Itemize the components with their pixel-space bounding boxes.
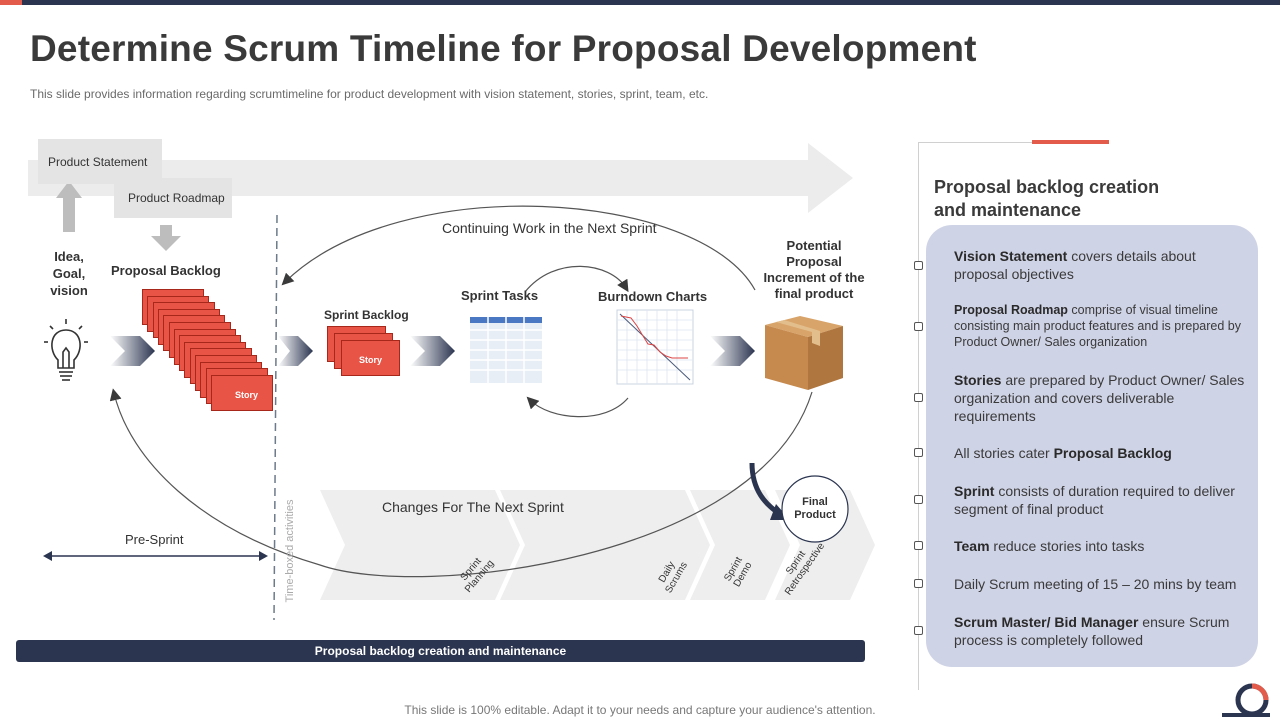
goal-label: Goal, [52,266,86,281]
panel-item: Sprint consists of duration required to … [954,482,1250,518]
timeline-big-arrow [28,143,853,213]
changes-next-sprint-label: Changes For The Next Sprint [382,499,564,515]
panel-item: Team reduce stories into tasks [954,537,1250,555]
panel-item-text: consists of duration required to deliver… [954,483,1235,517]
panel-item-text: Daily Scrum meeting of 15 – 20 mins by t… [954,576,1237,592]
panel-item-text: covers details about proposal objectives [954,248,1196,282]
panel-bullet-icon [914,261,923,270]
top-accent [0,0,22,5]
panel-bullet-icon [914,626,923,635]
page-subtitle: This slide provides information regardin… [30,87,709,101]
bottom-bar: Proposal backlog creation and maintenanc… [16,640,865,662]
panel-title-line-1: Proposal backlog creation [934,177,1160,197]
flow-arrow-2 [278,336,313,366]
logo-icon [1222,683,1270,717]
chevron-2 [500,490,710,600]
lightbulb-icon [44,319,88,381]
potential-increment-label: Potential Proposal Increment of the fina… [750,238,878,302]
continuing-work-label: Continuing Work in the Next Sprint [442,220,657,236]
potential-line-2: Proposal [786,254,842,269]
panel-left-line [918,142,919,690]
idea-goal-vision: Idea, Goal, vision [40,248,98,299]
panel-accent [1032,140,1109,144]
panel-item-bold: Vision Statement [954,248,1068,264]
sprint-loop-bottom [526,396,629,418]
potential-line-3: Increment of the [763,270,865,285]
panel-item-bold: Scrum Master/ Bid Manager [954,614,1139,630]
panel-item-text: are prepared by Product Owner/ Sales org… [954,372,1245,424]
box-icon [765,316,843,390]
changes-arc [109,388,813,578]
product-statement-note: Product Statement [38,139,162,184]
chevron-3 [690,490,790,600]
sprint-story-label: Story [359,355,383,365]
sprint-tasks-label: Sprint Tasks [461,288,539,303]
table-icon [470,317,542,383]
panel-item-bold: Sprint [954,483,995,499]
backlog-story-card [210,374,273,411]
product-statement-label: Product Statement [48,154,148,169]
page-title: Determine Scrum Timeline for Proposal De… [30,28,977,69]
flow-arrow-4 [710,336,755,366]
footer-note: This slide is 100% editable. Adapt it to… [404,703,876,717]
flow-arrow-3 [410,336,455,366]
time-boxed-label: Time-boxed activities [284,499,296,603]
panel-bullet-icon [914,322,923,331]
proposal-backlog-label: Proposal Backlog [111,263,221,278]
idea-label: Idea, [54,249,84,264]
panel-item-bold: Proposal Backlog [1053,445,1172,461]
panel-bullet-icon [914,579,923,588]
continuing-work-arc [281,205,756,291]
panel-bullet-icon [914,541,923,550]
top-bar [0,0,1280,5]
panel-item-bold: Team [954,538,990,554]
panel-bullet-icon [914,448,923,457]
panel-item: Daily Scrum meeting of 15 – 20 mins by t… [954,575,1250,593]
panel-top-line [918,142,1108,143]
panel-title-line-2: and maintenance [934,200,1082,220]
panel-bullet-icon [914,393,923,402]
product-roadmap-label: Product Roadmap [128,191,225,205]
final-product-label: Final Product [790,496,840,522]
sprint-backlog-label: Sprint Backlog [324,308,409,322]
panel-item: Stories are prepared by Product Owner/ S… [954,371,1250,425]
panel-item-text: reduce stories into tasks [989,538,1145,554]
panel-item-bold: Proposal Roadmap [954,303,1068,317]
chevron-1 [320,490,520,600]
sprint-story-card [341,340,400,376]
down-arrow-icon [151,225,181,251]
flow-arrow-1 [110,336,155,366]
panel-title: Proposal backlog creation and maintenanc… [934,176,1234,222]
panel-item: Scrum Master/ Bid Manager ensure Scrum p… [954,613,1250,649]
sprint-divider [273,214,278,621]
backlog-story-label: Story [235,390,259,400]
final-line-2: Product [794,509,836,521]
vision-label: vision [50,283,88,298]
final-product-circle [781,475,849,543]
panel-item-bold: Stories [954,372,1002,388]
panel-item: Proposal Roadmap comprise of visual time… [954,302,1250,350]
pre-sprint-label: Pre-Sprint [125,532,184,547]
panel-item-text: ensure Scrum process is completely follo… [954,614,1230,648]
potential-line-4: final product [774,286,854,301]
panel-item: All stories cater Proposal Backlog [954,444,1250,462]
up-arrow-icon [56,181,82,232]
final-line-1: Final [802,496,828,508]
panel-item-text: comprise of visual timeline consisting m… [954,303,1241,349]
sprint-loop-top [524,265,629,293]
panel-item: Vision Statement covers details about pr… [954,247,1250,283]
panel-background [926,225,1258,667]
potential-line-1: Potential [786,238,842,253]
product-roadmap-note: Product Roadmap [114,178,232,218]
panel-item-text: All stories cater [954,445,1054,461]
burndown-chart-icon [616,309,694,385]
panel-bullet-icon [914,495,923,504]
burndown-charts-label: Burndown Charts [598,289,708,304]
